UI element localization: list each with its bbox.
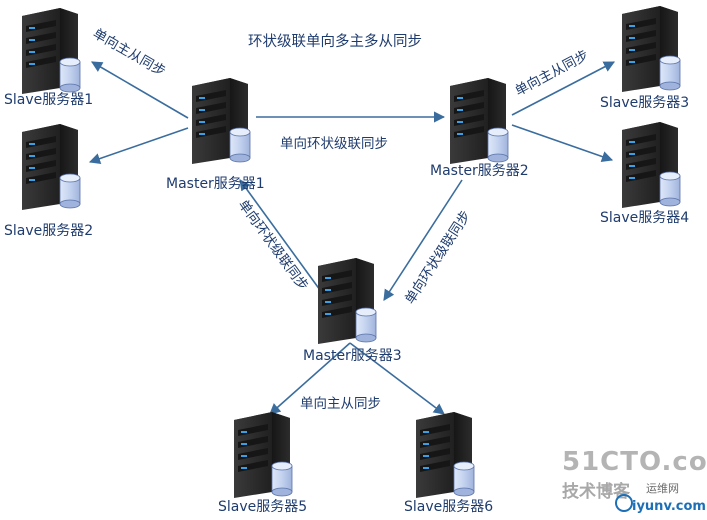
edge-label-master2-master3: 单向环状级联同步: [402, 208, 474, 307]
edge-label-master1-slaves: 单向主从同步: [90, 26, 168, 80]
server-master2: [449, 77, 509, 165]
arrow-master2-to-master3: [383, 179, 463, 301]
arrow-master2-to-slave4: [511, 124, 614, 162]
diagram-title: 环状级联单向多主多从同步: [248, 33, 422, 50]
watermark-tag: 运维网: [646, 482, 679, 495]
label-slave6: Slave服务器6: [404, 499, 493, 515]
label-slave4: Slave服务器4: [600, 210, 689, 226]
watermark: 51CTO.com 技术博客 iyunv.com 运维网: [562, 447, 707, 514]
arrow-master1-to-slave1: [91, 61, 189, 119]
arrow-master2-to-slave3: [511, 61, 615, 116]
label-master2: Master服务器2: [430, 163, 529, 179]
server-master1: [191, 77, 251, 165]
server-slave2: [21, 123, 81, 211]
server-master3: [317, 257, 377, 345]
label-master1: Master服务器1: [166, 176, 265, 192]
edge-label-master1-master2: 单向环状级联同步: [280, 136, 388, 152]
label-master3: Master服务器3: [303, 348, 402, 364]
label-slave5: Slave服务器5: [218, 499, 307, 515]
label-slave3: Slave服务器3: [600, 95, 689, 111]
server-slave1: [21, 7, 81, 95]
server-slave6: [415, 411, 475, 499]
watermark-site: 51CTO.com: [562, 447, 707, 477]
watermark-brand: iyunv.com: [632, 499, 706, 514]
arrow-master3-to-slave5: [269, 342, 351, 415]
server-slave5: [233, 411, 293, 499]
watermark-blog: 技术博客: [562, 481, 631, 502]
arrow-master1-to-slave2: [88, 127, 189, 164]
server-slave4: [621, 121, 681, 209]
edge-label-master3-master1: 单向环状级联同步: [235, 197, 311, 294]
edge-label-master2-slaves: 单向主从同步: [512, 47, 591, 99]
arrow-master3-to-slave6: [349, 342, 445, 415]
label-slave1: Slave服务器1: [4, 92, 93, 108]
label-slave2: Slave服务器2: [4, 223, 93, 239]
server-slave3: [621, 5, 681, 93]
edges: [88, 61, 615, 415]
edge-label-master3-slaves: 单向主从同步: [300, 396, 381, 412]
arrow-master3-to-master1: [239, 179, 321, 291]
watermark-brand-icon: [615, 494, 633, 512]
